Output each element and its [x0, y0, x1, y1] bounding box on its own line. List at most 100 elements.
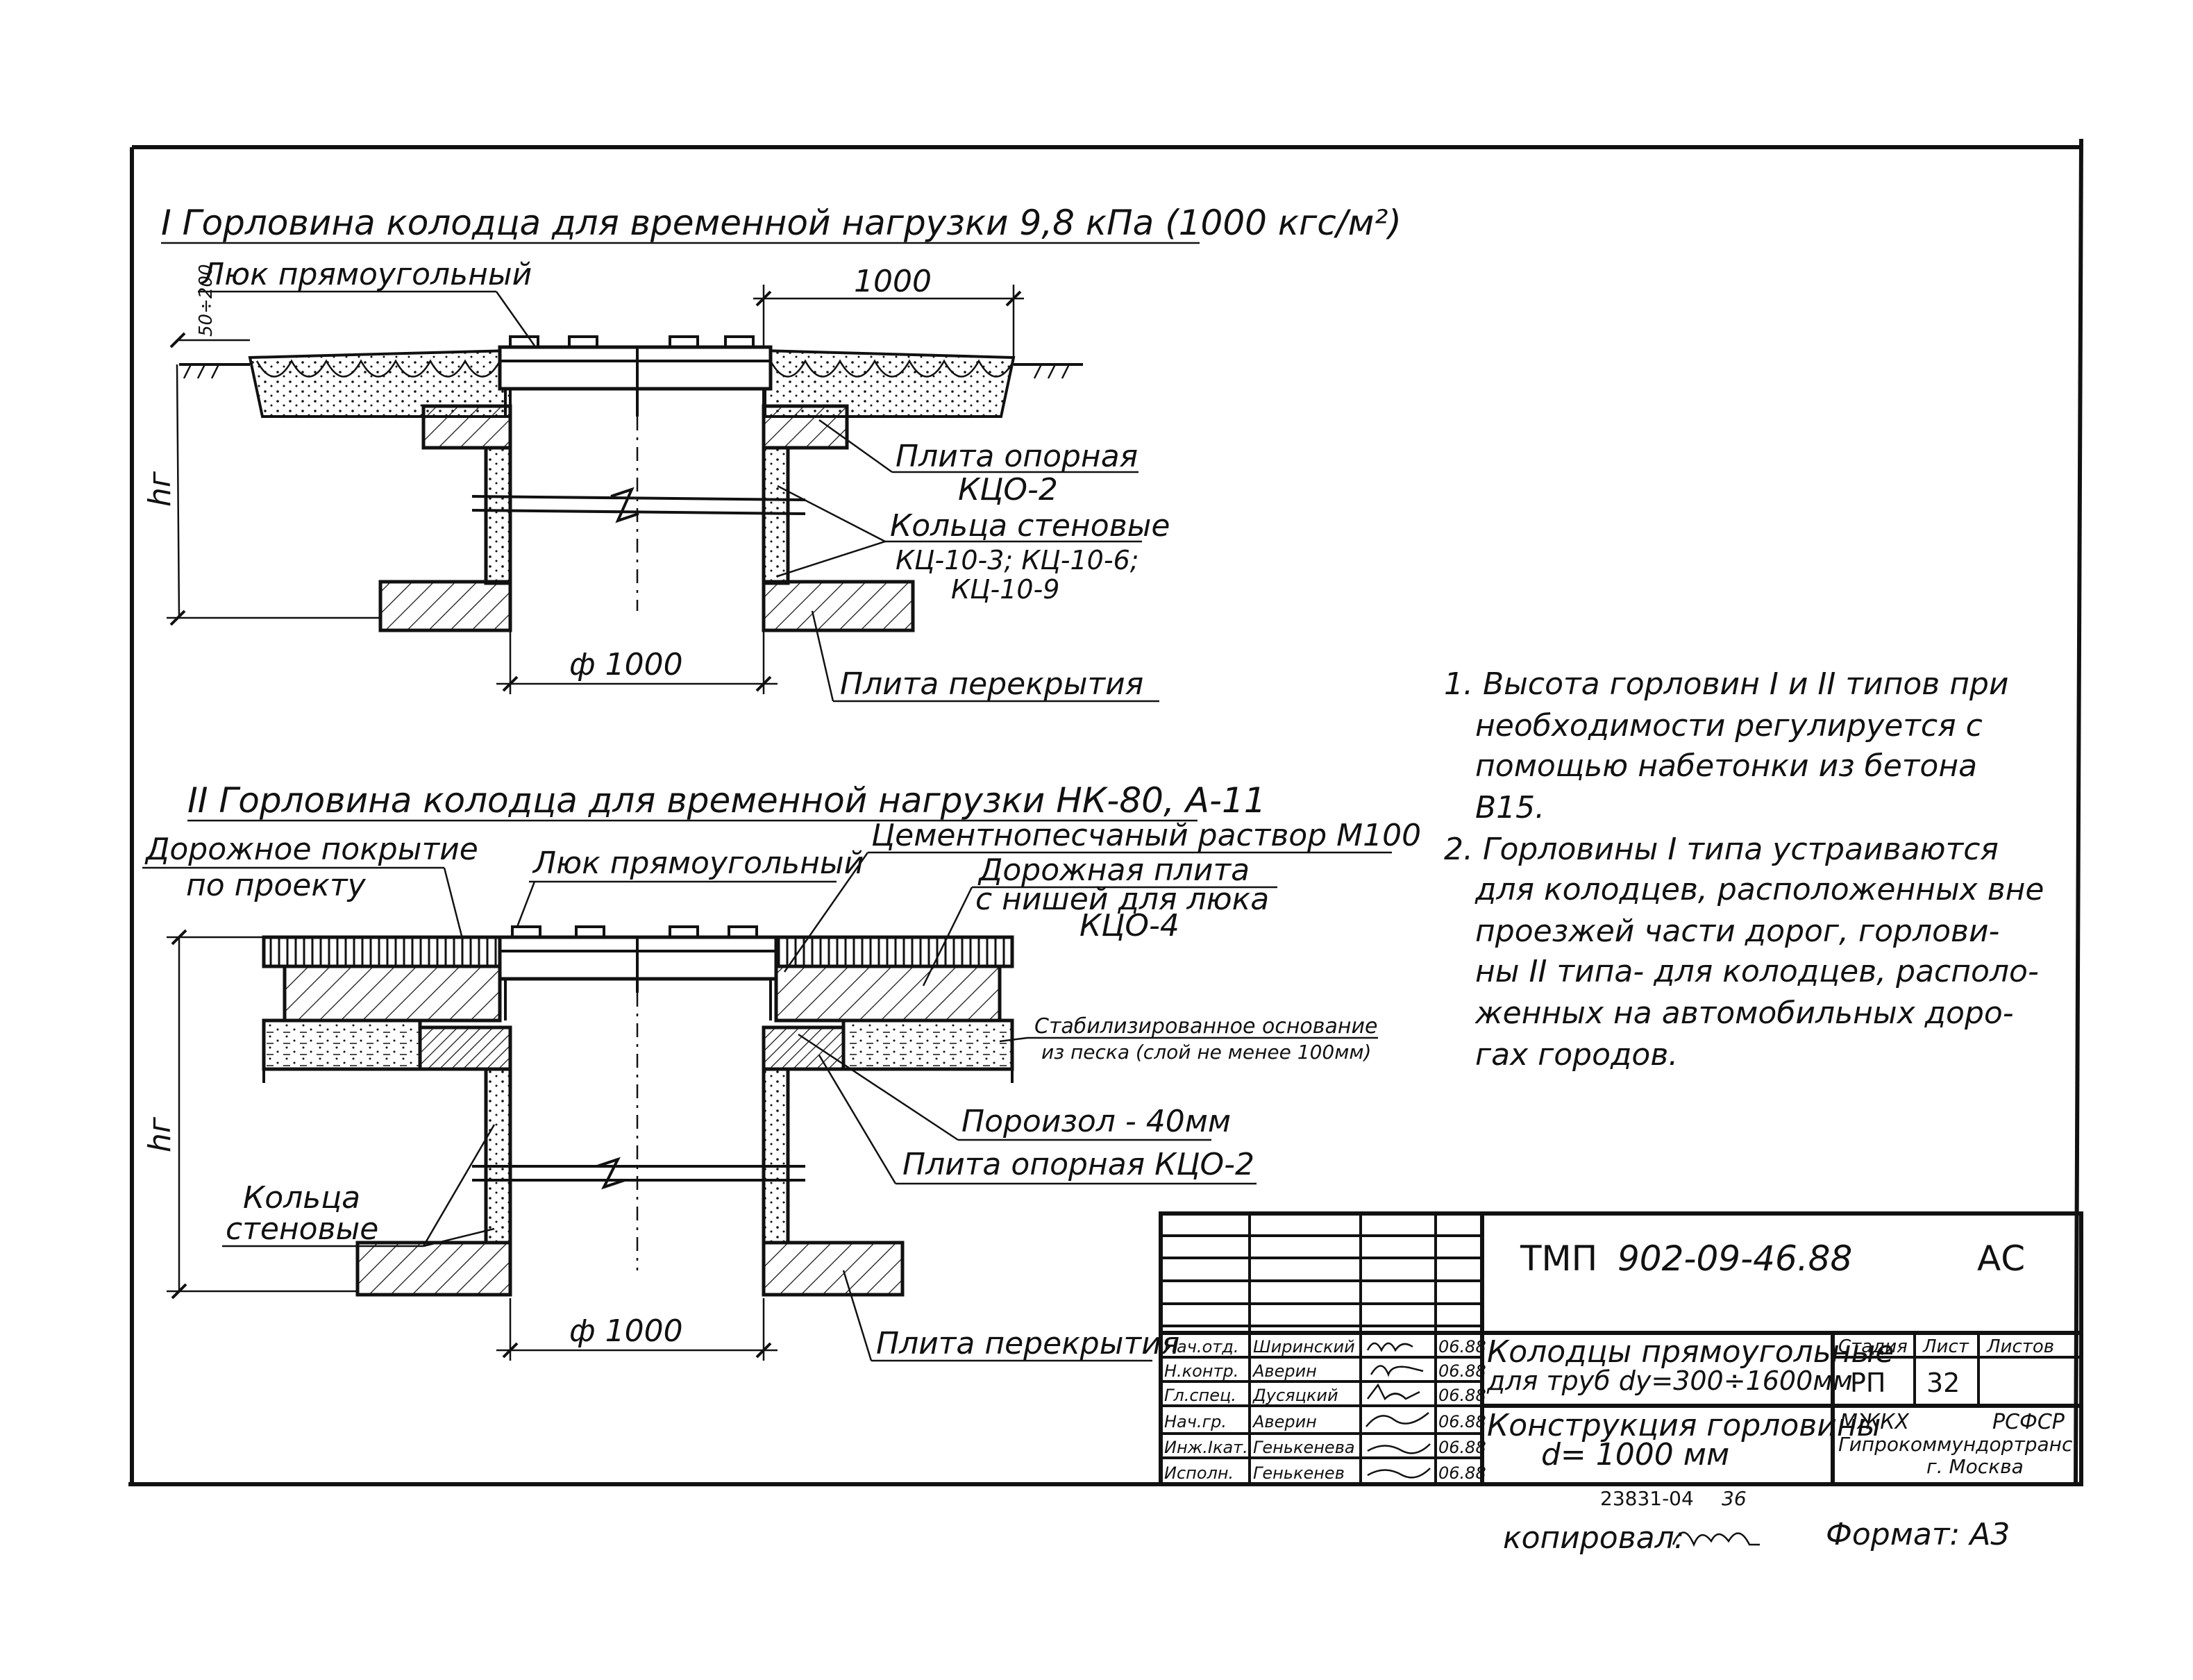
- sig-date: 06.88: [1438, 1412, 1486, 1431]
- sig-date: 06.88: [1438, 1463, 1486, 1483]
- stabilized-base-left: [262, 1018, 422, 1071]
- title-section: АС: [1977, 1238, 2025, 1279]
- section-2-road-plate-label-2: с нишей для люка: [975, 882, 1269, 917]
- section-2-road-plate-code: КЦО-4: [1079, 908, 1179, 943]
- section-1-cover-plate-label: Плита перекрытия: [840, 666, 1143, 702]
- section-1-support-plate-label: Плита опорная: [896, 439, 1138, 474]
- section-2-drawing: II Горловина колодца для временной нагру…: [142, 780, 1421, 1362]
- ring-wall-left-1: [484, 446, 512, 585]
- section-2-cover-plate-label: Плита перекрытия: [876, 1326, 1179, 1361]
- sig-role: Гл.спец.: [1164, 1386, 1236, 1405]
- title-name-3: Конструкция горловины: [1487, 1408, 1881, 1443]
- note-line: женных на автомобильных доро-: [1474, 996, 2014, 1031]
- support-plate-2: [418, 1025, 512, 1071]
- title-code: 902-09-46.88: [1618, 1238, 1852, 1279]
- sig-name: Аверин: [1252, 1412, 1317, 1431]
- footer: 23831-04 36 копировал: Формат: А3: [1503, 1487, 2010, 1556]
- col-stage: Стадия: [1838, 1336, 1908, 1357]
- ring-wall-right-2: [762, 1067, 790, 1245]
- sig-name: Ширинский: [1253, 1337, 1355, 1356]
- title-name-2: для труб dу=300÷1600мм: [1486, 1366, 1853, 1396]
- section-1-support-plate-code: КЦО-2: [958, 472, 1058, 507]
- title-name-4: d= 1000 мм: [1541, 1437, 1729, 1472]
- section-2-support-plate-label: Плита опорная КЦО-2: [902, 1147, 1254, 1182]
- col-sheets: Листов: [1986, 1336, 2054, 1357]
- handwritten-signatures: [1366, 1342, 1431, 1479]
- section-1-title: I Горловина колодца для временной нагруз…: [161, 203, 1402, 243]
- sig-role: Нач.отд.: [1164, 1337, 1238, 1356]
- section-1-rings-label: Кольца стеновые: [890, 508, 1170, 544]
- road-surface-right: [774, 935, 1014, 968]
- section-1-dim-top: 1000: [854, 264, 932, 299]
- sig-name: Генькенева: [1253, 1438, 1355, 1457]
- section-2-hatch-label: Люк прямоугольный: [532, 846, 864, 881]
- col-sheet: Лист: [1922, 1336, 1969, 1357]
- ring-wall-right-1: [762, 446, 790, 585]
- sig-name: Аверин: [1252, 1361, 1317, 1381]
- cover-plate-2: [355, 1241, 512, 1297]
- road-surface-left: [262, 935, 502, 968]
- section-1-drawing: I Горловина колодца для временной нагруз…: [142, 203, 1402, 703]
- note-line: для колодцев, расположенных вне: [1474, 872, 2044, 907]
- note-line: В15.: [1475, 790, 1545, 825]
- section-2-diameter: ф 1000: [569, 1313, 683, 1349]
- signature-rows: Нач.отд. Ширинский 06.88 Н.контр. Аверин…: [1164, 1337, 1486, 1483]
- org-2: РСФСР: [1992, 1410, 2065, 1434]
- sig-name: Генькенев: [1253, 1463, 1345, 1483]
- section-2-height-label: hг: [142, 1116, 178, 1152]
- sig-role: Инж.Iкат.: [1164, 1438, 1248, 1457]
- hatch-cover-1: [498, 345, 773, 391]
- sig-role: Нач.гр.: [1164, 1412, 1227, 1431]
- section-1-diameter: ф 1000: [569, 647, 683, 682]
- title-name-1: Колодцы прямоугольные: [1487, 1334, 1894, 1370]
- note-line: 2. Горловины I типа устраиваются: [1444, 832, 1999, 867]
- cover-plate-1: [378, 580, 512, 632]
- org-1: МЖКХ: [1840, 1410, 1910, 1434]
- note-line: гах городов.: [1475, 1037, 1678, 1073]
- section-2-road-plate-label: Дорожная плита: [977, 852, 1250, 888]
- sig-role: Исполн.: [1164, 1463, 1234, 1483]
- format-label: Формат: А3: [1826, 1517, 2010, 1552]
- stage-value: РП: [1850, 1368, 1886, 1398]
- note-line: необходимости регулируется с: [1475, 708, 1983, 744]
- title-block: ТМП 902-09-46.88 АС Колодцы прямоугольны…: [1159, 1211, 2083, 1486]
- inventory-sheet: 36: [1722, 1487, 1747, 1510]
- road-plate-right: [774, 964, 1002, 1023]
- sig-date: 06.88: [1438, 1337, 1486, 1356]
- copied-label: копировал:: [1503, 1520, 1685, 1556]
- section-1-height-label: hг: [142, 471, 178, 507]
- note-line: помощью набетонки из бетона: [1475, 748, 1977, 784]
- section-2-road-cover-label-2: по проекту: [186, 868, 367, 903]
- section-1-rings-codes: КЦ-10-3; КЦ-10-6;: [896, 545, 1139, 576]
- note-line: 1. Высота горловин I и II типов при: [1444, 666, 2008, 702]
- support-plate-1: [421, 404, 512, 450]
- org-3: Гипрокоммундортранс: [1838, 1433, 2073, 1456]
- org-4: г. Москва: [1926, 1455, 2024, 1478]
- section-2-rings-label: Кольца: [243, 1180, 360, 1216]
- section-2-stabilized-base-label: Стабилизированное основание: [1034, 1014, 1377, 1039]
- section-2-stabilized-base-label-2: из песка (слой не менее 100мм): [1041, 1041, 1371, 1064]
- sig-role: Н.контр.: [1164, 1361, 1238, 1381]
- section-1-rings-codes-2: КЦ-10-9: [951, 574, 1059, 605]
- note-line: проезжей части дорог, горлови-: [1475, 914, 1999, 949]
- sheet-value: 32: [1926, 1368, 1960, 1398]
- section-2-road-cover-label: Дорожное покрытие: [144, 832, 478, 867]
- sig-date: 06.88: [1438, 1361, 1486, 1381]
- note-line: ны II типа- для колодцев, располо-: [1475, 954, 2039, 989]
- section-1-hatch-label: Люк прямоугольный: [200, 257, 532, 292]
- inventory-number: 23831-04: [1600, 1487, 1694, 1510]
- copier-signature: [1672, 1531, 1760, 1547]
- road-plate-left: [283, 964, 502, 1023]
- title-code-prefix: ТМП: [1520, 1238, 1597, 1279]
- sig-date: 06.88: [1438, 1438, 1486, 1457]
- section-2-title: II Горловина колодца для временной нагру…: [187, 780, 1266, 821]
- section-2-porizol-label: Пороизол - 40мм: [961, 1104, 1231, 1139]
- section-2-mortar-label: Цементнопесчаный раствор М100: [871, 818, 1421, 853]
- sig-date: 06.88: [1438, 1386, 1486, 1405]
- section-1-dim-depth: 50÷200: [196, 264, 217, 337]
- section-2-rings-label-2: стеновые: [226, 1211, 378, 1247]
- notes: 1. Высота горловин I и II типов при необ…: [1444, 666, 2044, 1073]
- ring-wall-left-2: [484, 1067, 512, 1245]
- sig-name: Дусяцкий: [1252, 1386, 1338, 1405]
